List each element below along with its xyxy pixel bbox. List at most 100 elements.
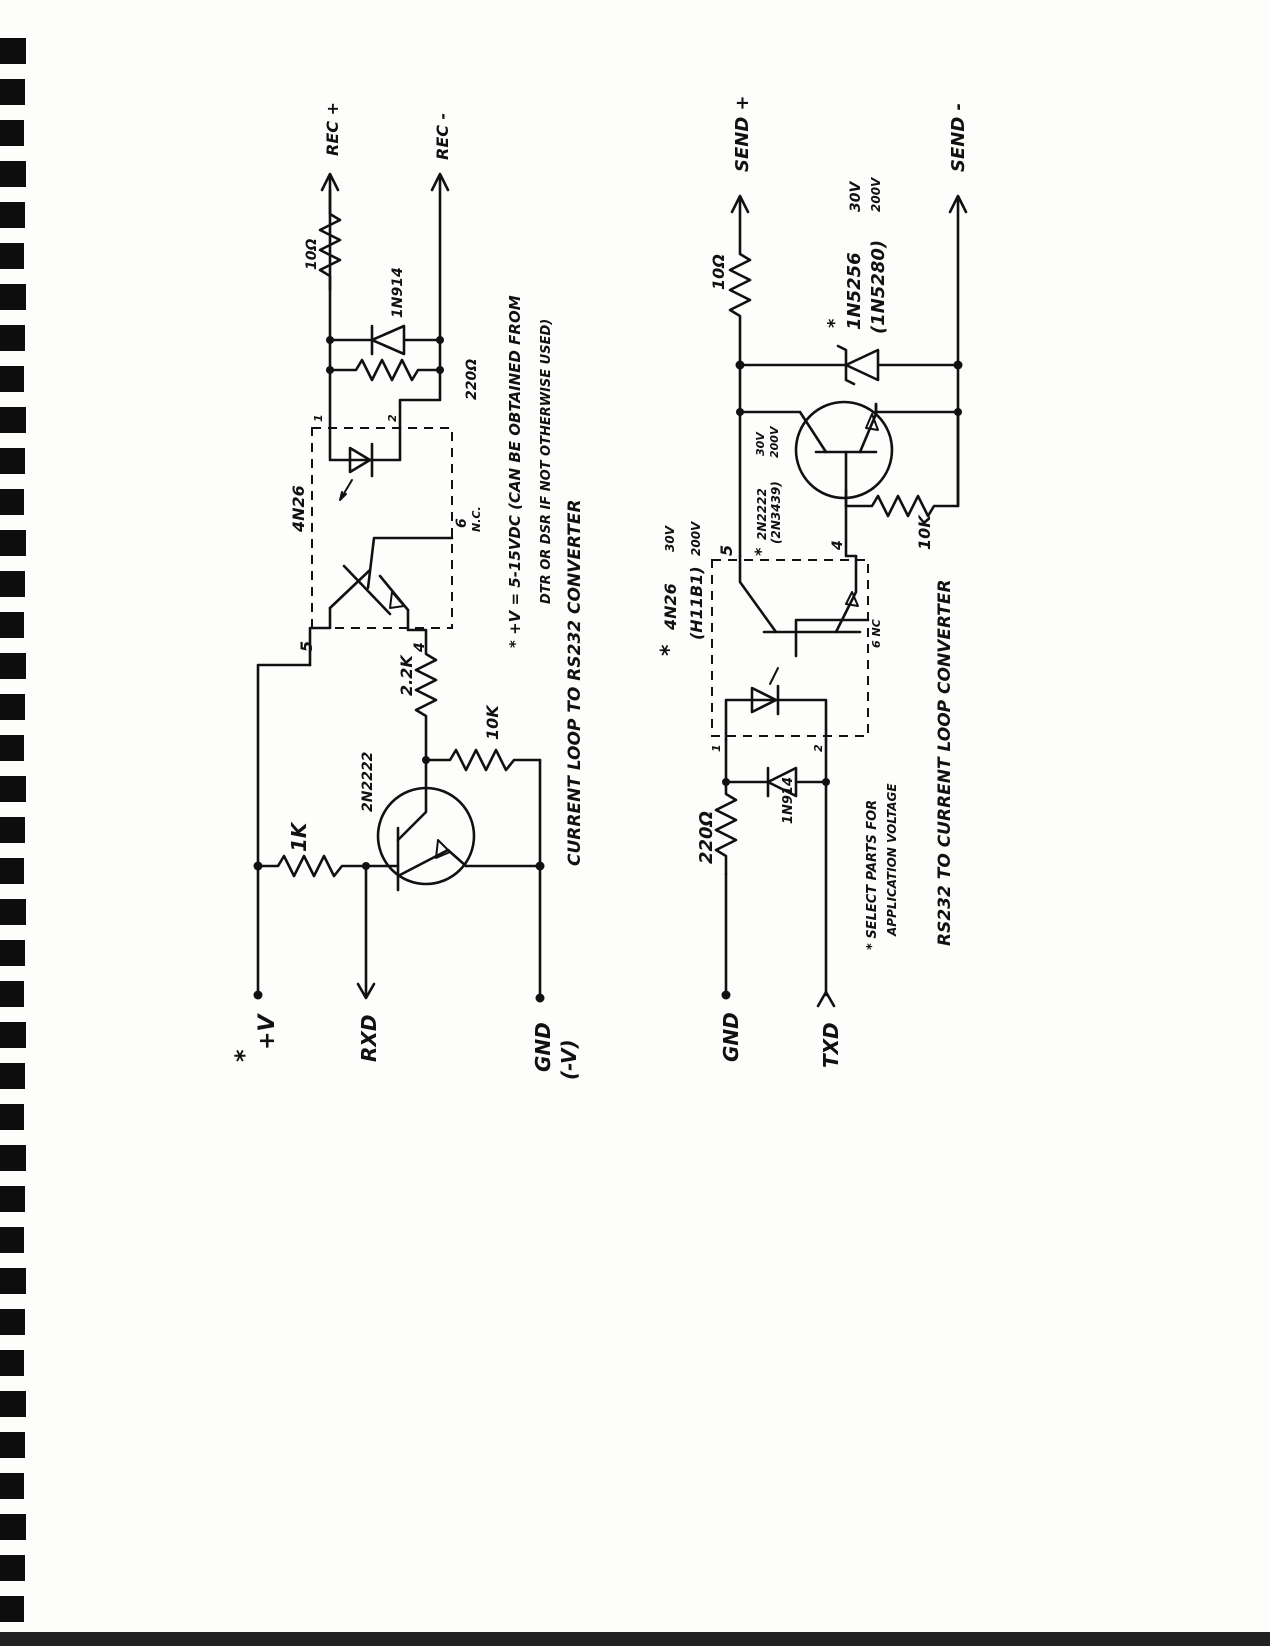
resistor-10k (424, 748, 542, 772)
sender-note-line2: APPLICATION VOLTAGE (885, 783, 899, 937)
pin6-nc-label: N.C. (470, 506, 483, 532)
pin4-label: 4 (412, 642, 428, 653)
binding-hole (0, 1555, 25, 1581)
s-pin1-label: 1 (710, 744, 723, 752)
opto-base-lead (366, 536, 454, 590)
q1-label: 2N2222 (360, 752, 376, 812)
binding-hole (0, 694, 25, 720)
send-plus-arrow (730, 194, 750, 214)
resistor-220 (714, 738, 738, 876)
s-zener-alt-v: 200V (869, 176, 883, 212)
vplus-mark: * (230, 1049, 258, 1062)
emitter-arrow (435, 839, 451, 859)
binding-hole (0, 1227, 24, 1253)
binding-hole (0, 612, 24, 638)
sender-gnd-label: GND (719, 1012, 743, 1062)
binding-hole (0, 817, 25, 843)
collector-lead (396, 758, 428, 842)
junction (436, 366, 444, 374)
binding-hole (0, 1268, 26, 1294)
rec-minus-arrow (430, 172, 450, 192)
binding-hole (0, 448, 25, 474)
binding-hole (0, 1186, 25, 1212)
q-emitter-wire (874, 402, 960, 414)
binding-hole (0, 284, 26, 310)
binding-hole (0, 1432, 25, 1458)
txd-arrow (816, 990, 836, 1008)
s-zener-v: 30V (848, 181, 864, 212)
vplus-terminal (253, 990, 263, 1000)
s-r10k-label: 10K (915, 514, 934, 550)
led-emission-arrow (769, 667, 779, 685)
s-q1-label: 2N2222 (755, 488, 769, 540)
diode-label: 1N914 (390, 267, 406, 318)
opto-collector (738, 554, 778, 634)
binding-hole (0, 243, 24, 269)
gnd-terminal (721, 990, 731, 1000)
gnd-terminal (535, 993, 545, 1003)
sender-caption: RS232 TO CURRENT LOOP CONVERTER (935, 579, 955, 946)
q-emitter-arrow (865, 413, 879, 431)
pin1-label: 1 (312, 414, 325, 422)
binding-hole (0, 1514, 26, 1540)
sender-circuit (711, 194, 968, 1008)
binding-hole (0, 1063, 25, 1089)
binding-hole (0, 571, 25, 597)
binding-hole (0, 735, 24, 761)
pin5-label: 5 (297, 641, 316, 652)
binding-hole (0, 981, 24, 1007)
send-minus-arrow (948, 194, 968, 214)
opto-emitter-arrow (389, 591, 405, 609)
s-q1-v: 30V (754, 431, 767, 456)
rec-plus-label: REC + (323, 102, 342, 156)
transistor-2n2222 (794, 400, 894, 500)
junction (736, 408, 744, 416)
r1k-label: 1K (287, 821, 311, 852)
receiver-note-line2: DTR OR DSR IF NOT OTHERWISE USED) (539, 319, 554, 604)
s-zener-label: 1N5256 (844, 252, 865, 330)
gnd-neg-label: (-V) (557, 1039, 581, 1080)
binding-hole (0, 79, 25, 105)
receiver-caption: CURRENT LOOP TO RS232 CONVERTER (565, 499, 585, 866)
s-r10-label: 10Ω (709, 254, 728, 290)
diode-1n914 (328, 324, 442, 356)
send-plus-label: SEND + (732, 95, 753, 172)
binding-hole (0, 489, 24, 515)
scan-edge (0, 1632, 1270, 1646)
s-pin2-label: 2 (812, 744, 825, 752)
resistor-220 (328, 358, 442, 382)
r10k-label: 10K (483, 704, 502, 740)
binding-hole (0, 1350, 24, 1376)
s-q-mark: * (751, 547, 770, 556)
resistor-2-2k (406, 608, 438, 762)
pin6-label: 6 (454, 518, 470, 528)
opto-base-lead (794, 618, 870, 658)
s-zener-mark: * (824, 318, 845, 328)
rxd-arrow (356, 982, 376, 1000)
send-minus-label: SEND - (948, 103, 969, 172)
binding-hole (0, 1391, 26, 1417)
vplus-label: +V (255, 1013, 280, 1050)
opto-led (348, 442, 374, 478)
binding-hole (0, 1309, 25, 1335)
s-zener-alt: (1N5280) (868, 240, 889, 334)
binding-hole (0, 776, 26, 802)
binding-hole (0, 1104, 24, 1130)
s-q1-alt: (2N3439) (769, 481, 783, 544)
binding-hole (0, 653, 26, 679)
receiver-circuit (253, 172, 545, 1003)
s-opto-alt: (H11B1) (687, 566, 706, 640)
binding-hole (0, 407, 26, 433)
gnd-label: GND (531, 1022, 555, 1072)
rec-plus-arrow (320, 172, 340, 192)
optocoupler-4n26 (711, 559, 869, 737)
receiver-note-line1: * +V = 5-15VDC (CAN BE OBTAINED FROM (506, 295, 524, 648)
binding-hole (0, 325, 25, 351)
diode-1n914 (724, 766, 828, 798)
opto-led-wire (328, 426, 402, 462)
zener-1n5256 (738, 344, 960, 386)
binding-hole (0, 940, 25, 966)
s-opto-v1: 30V (663, 524, 677, 552)
